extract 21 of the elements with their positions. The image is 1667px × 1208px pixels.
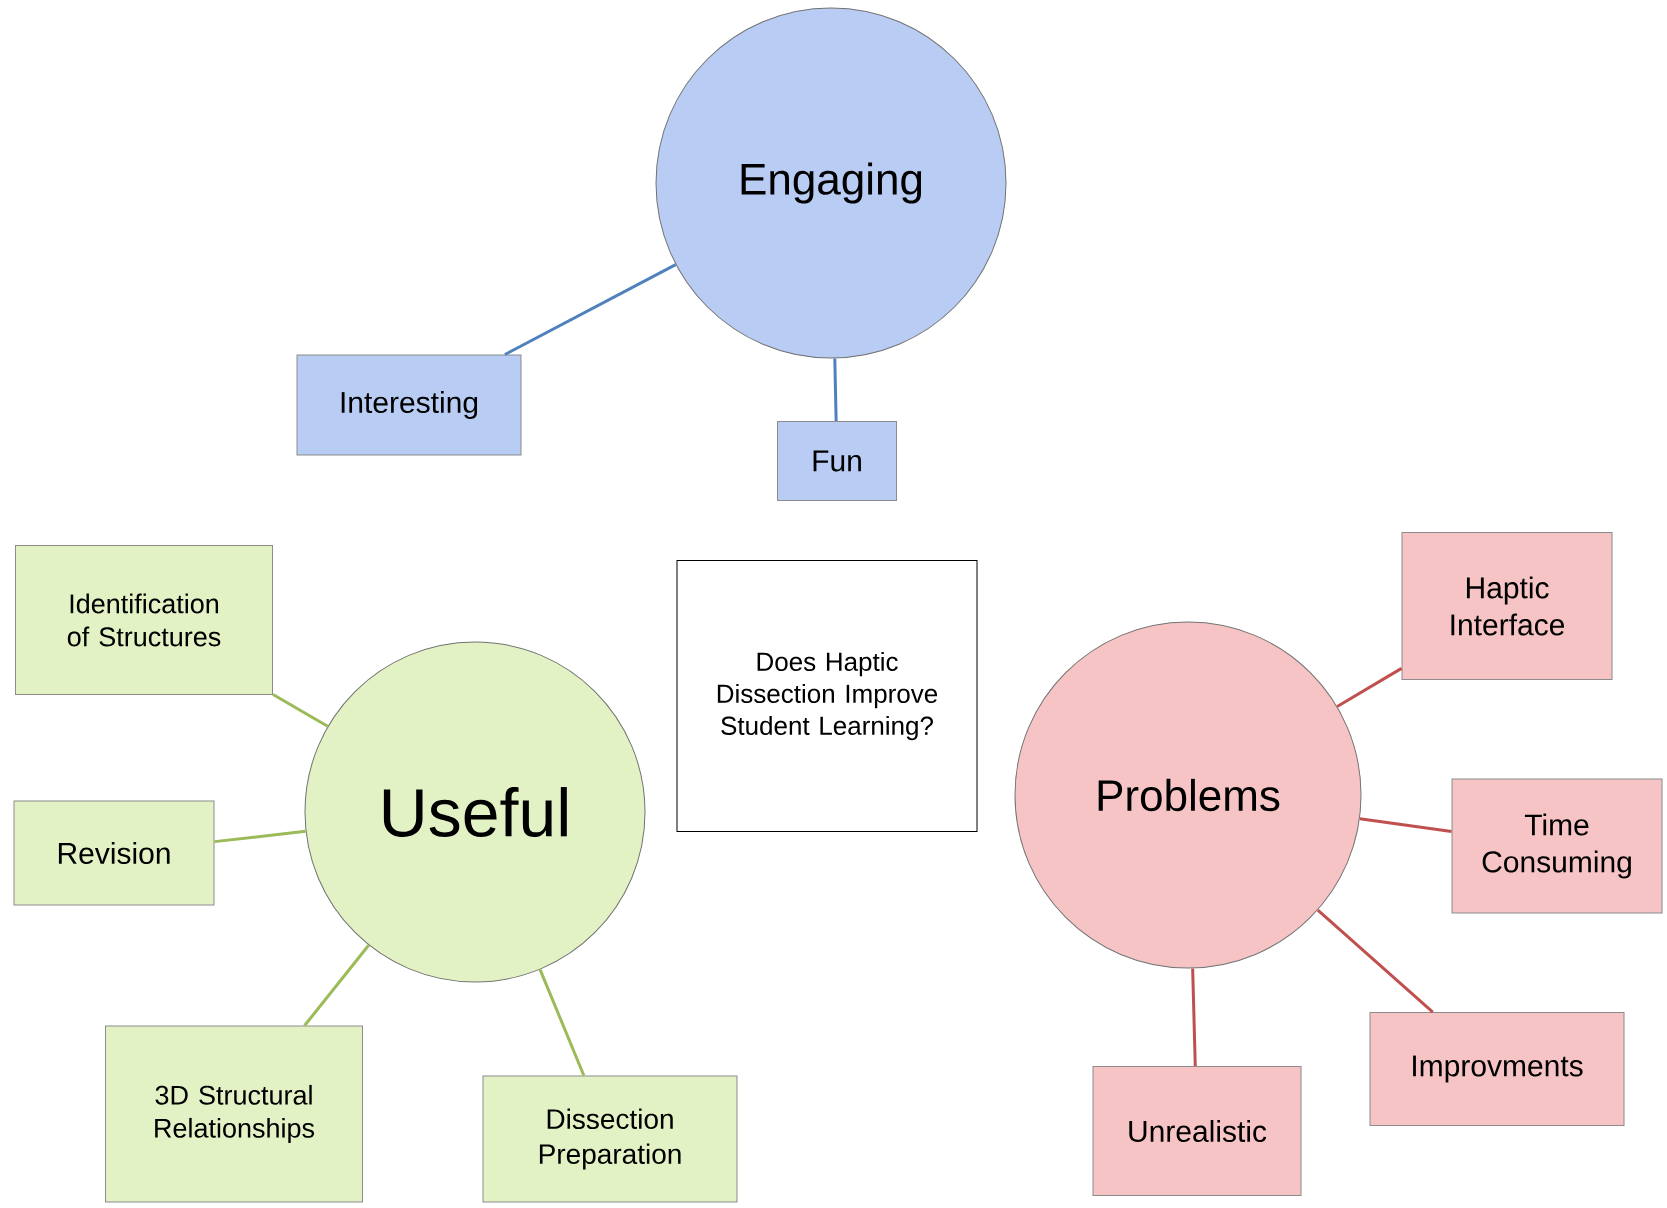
connector-line (1191, 968, 1197, 1067)
idea-box: Dissection Preparation (482, 1075, 738, 1203)
idea-box: Revision (13, 800, 215, 906)
idea-box: Fun (777, 421, 897, 501)
connector-line (272, 693, 329, 728)
connector-line (303, 944, 370, 1027)
idea-box: Time Consuming (1451, 778, 1663, 914)
idea-box: 3D Structural Relationships (105, 1025, 363, 1203)
connector-line (214, 829, 306, 844)
idea-box: Improvments (1369, 1012, 1625, 1126)
idea-box: Identification of Structures (15, 545, 273, 695)
connector-line (1316, 908, 1434, 1014)
connector-line (1336, 667, 1403, 708)
idea-box: Interesting (296, 354, 522, 456)
idea-box: Unrealistic (1092, 1066, 1302, 1196)
idea-box: Haptic Interface (1401, 532, 1613, 680)
idea-box: Does Haptic Dissection Improve Student Learning? (676, 560, 978, 832)
connector-line (833, 358, 838, 422)
connector-line (538, 969, 586, 1077)
connector-line (1359, 817, 1452, 833)
connector-line (504, 263, 677, 356)
